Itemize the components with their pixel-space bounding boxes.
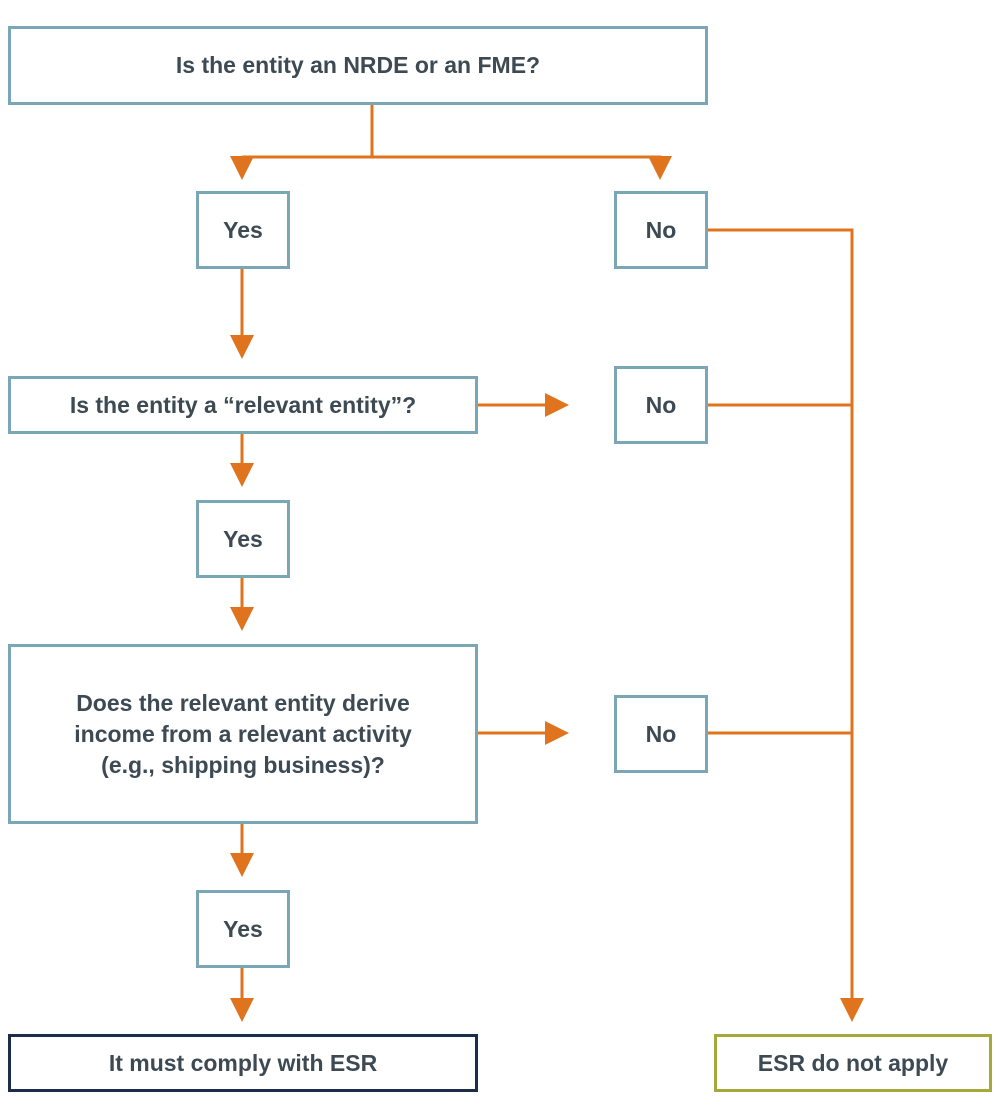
outcome-must-comply: It must comply with ESR <box>8 1034 478 1092</box>
question-relevant-entity: Is the entity a “relevant entity”? <box>8 376 478 434</box>
question-relevant-activity: Does the relevant entity derive income f… <box>8 644 478 824</box>
answer-no-3: No <box>614 695 708 773</box>
connector-q1-to-no <box>372 155 672 180</box>
answer-yes-1: Yes <box>196 191 290 269</box>
outcome-do-not-apply-text: ESR do not apply <box>757 1049 949 1076</box>
question-nrde-or-fme: Is the entity an NRDE or an FME? <box>8 26 708 105</box>
answer-no-1-text: No <box>645 216 677 243</box>
question-relevant-entity-text: Is the entity a “relevant entity”? <box>69 391 417 418</box>
question-relevant-activity-line-2: income from a relevant activity <box>74 720 412 747</box>
connector-no1-collector <box>707 228 864 1022</box>
outcome-must-comply-text: It must comply with ESR <box>108 1049 378 1076</box>
question-relevant-activity-line-1: Does the relevant entity derive <box>76 689 410 716</box>
question-nrde-or-fme-text: Is the entity an NRDE or an FME? <box>175 52 541 78</box>
connector-q1-split <box>242 104 374 159</box>
outcome-do-not-apply: ESR do not apply <box>714 1034 992 1092</box>
answer-no-2-text: No <box>645 391 677 418</box>
answer-yes-2: Yes <box>196 500 290 578</box>
answer-no-3-text: No <box>645 720 677 747</box>
answer-yes-2-text: Yes <box>223 525 263 552</box>
answer-yes-3: Yes <box>196 890 290 968</box>
answer-no-2: No <box>614 366 708 444</box>
question-relevant-activity-line-3: (e.g., shipping business)? <box>101 751 385 778</box>
answer-yes-1-text: Yes <box>223 216 263 243</box>
answer-no-1: No <box>614 191 708 269</box>
answer-yes-3-text: Yes <box>223 915 263 942</box>
